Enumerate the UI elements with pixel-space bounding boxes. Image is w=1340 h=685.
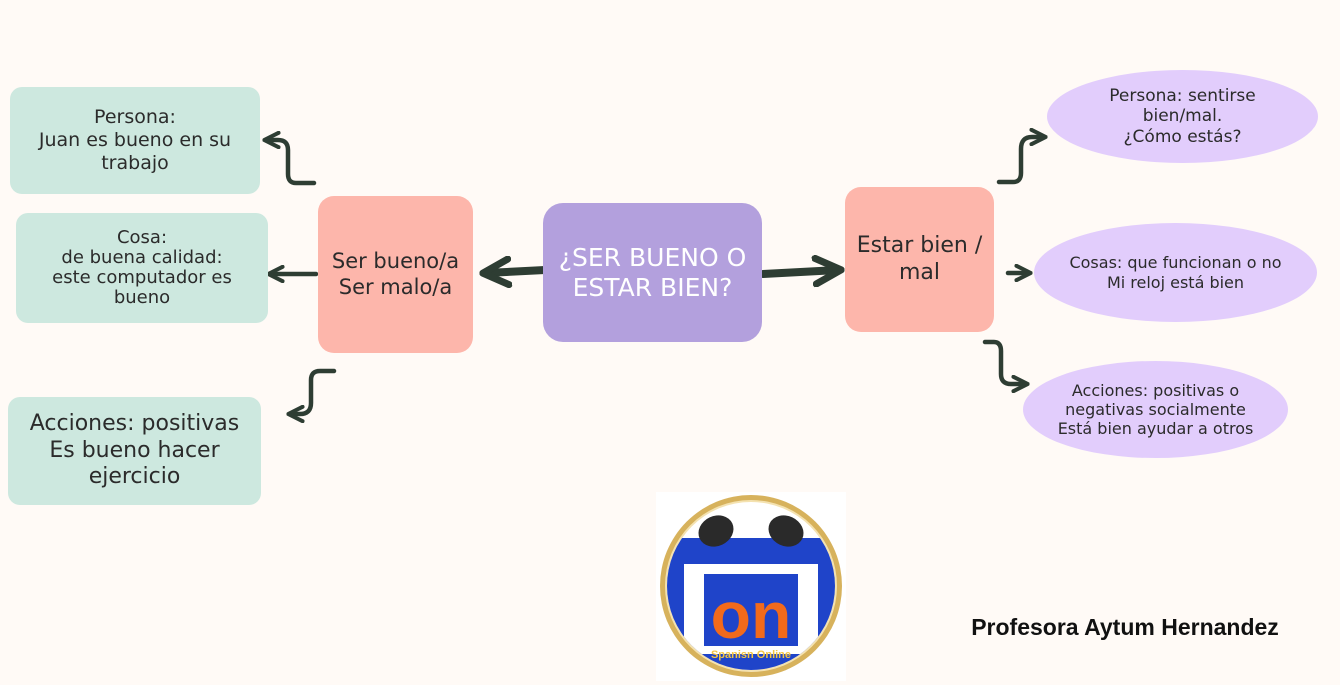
logo-mark-text: on: [711, 578, 792, 652]
estar-acciones-node: Acciones: positivas o negativas socialme…: [1023, 361, 1288, 458]
ser-acciones-line-3: ejercicio: [88, 464, 181, 490]
ser-acciones-line-2: Es bueno hacer: [49, 437, 220, 463]
ser-cosa-line-2: de buena calidad:: [61, 246, 223, 268]
estar-persona-node: Persona: sentirse bien/mal. ¿Cómo estás?: [1047, 70, 1318, 163]
estar-cosas-node: Cosas: que funcionan o no Mi reloj está …: [1034, 223, 1317, 322]
ser-persona-line-2: Juan es bueno en su: [38, 129, 232, 152]
central-question-line-2: ESTAR BIEN?: [572, 272, 733, 302]
estar-acciones-line-3: Está bien ayudar a otros: [1057, 419, 1254, 439]
logo-caption: Spanisn Online: [711, 649, 791, 661]
ser-cosa-line-4: bueno: [113, 287, 171, 309]
arrow-center-to-estar: [759, 270, 838, 274]
arrow-estar-to-acciones: [982, 339, 1026, 384]
arrow-estar-to-persona: [996, 137, 1044, 185]
estar-cosas-line-2: Mi reloj está bien: [1106, 272, 1245, 292]
estar-persona-line-1: Persona: sentirse: [1109, 85, 1256, 106]
author-credit: Profesora Aytum Hernandez: [971, 614, 1279, 640]
arrow-ser-to-acciones: [290, 368, 337, 414]
ser-acciones-line-1: Acciones: positivas: [29, 411, 240, 437]
ser-persona-node: Persona: Juan es bueno en su trabajo: [10, 87, 260, 194]
estar-cosas-line-1: Cosas: que funcionan o no: [1069, 253, 1282, 273]
ser-acciones-node: Acciones: positivas Es bueno hacer ejerc…: [8, 397, 261, 505]
estar-node: Estar bien / mal: [845, 187, 994, 332]
central-question-node: ¿SER BUENO O ESTAR BIEN?: [543, 203, 762, 342]
estar-persona-line-2: bien/mal.: [1142, 106, 1223, 127]
estar-acciones-line-2: negativas socialmente: [1065, 399, 1246, 419]
central-question-line-1: ¿SER BUENO O: [558, 242, 747, 272]
ser-cosa-line-3: este computador es: [52, 267, 232, 288]
ser-title-line-1: Ser bueno/a: [331, 249, 460, 274]
estar-title-line-2: mal: [898, 259, 941, 285]
spanish-online-logo: on Spanisn Online: [656, 492, 846, 681]
arrow-ser-to-persona: [266, 140, 317, 186]
ser-cosa-node: Cosa: de buena calidad: este computador …: [16, 213, 268, 323]
estar-title-line-1: Estar bien /: [856, 233, 983, 259]
ser-cosa-line-1: Cosa:: [116, 226, 168, 248]
estar-acciones-line-1: Acciones: positivas o: [1071, 380, 1240, 400]
ser-persona-line-1: Persona:: [94, 106, 176, 129]
arrow-center-to-ser: [486, 270, 549, 273]
estar-persona-line-3: ¿Cómo estás?: [1123, 126, 1242, 147]
ser-node: Ser bueno/a Ser malo/a: [318, 196, 473, 353]
ser-title-line-2: Ser malo/a: [338, 274, 453, 299]
ser-persona-line-3: trabajo: [101, 151, 169, 174]
logo-badge-icon: on Spanisn Online: [660, 495, 842, 677]
